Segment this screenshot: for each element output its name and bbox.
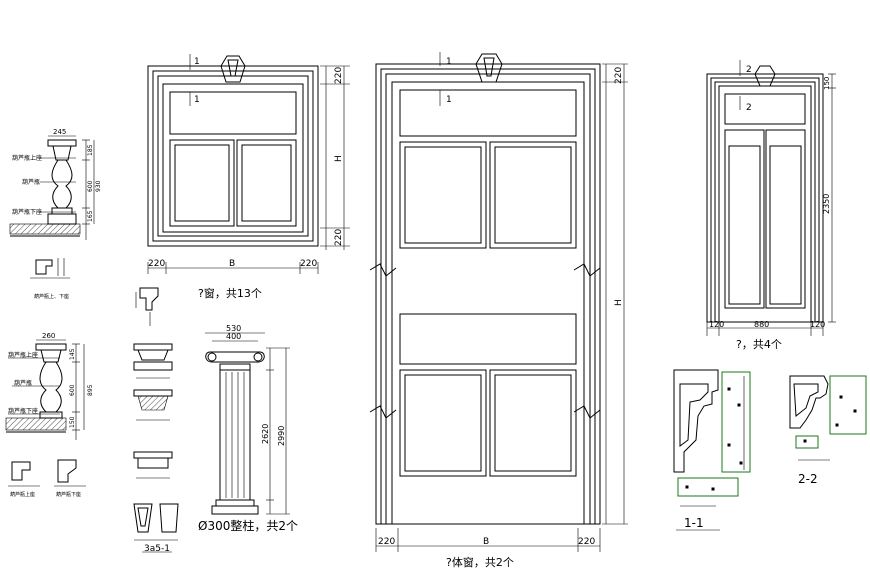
window-b-dim-width: B (483, 537, 489, 547)
door-dim-height: 2350 (822, 194, 831, 214)
baluster-1-dim-b: 600 (87, 180, 94, 192)
baluster-1-label-top: 葫芦瓶上座 (12, 154, 42, 162)
window-b-dim-top: 220 (614, 67, 624, 84)
baluster-2-width: 260 (42, 332, 55, 340)
section-2-2-caption: 2-2 (798, 472, 818, 486)
baluster-2-label-top: 葫芦瓶上座 (8, 351, 38, 359)
section-1-1-caption: 1-1 (684, 516, 704, 530)
baluster-1-base-detail (30, 258, 70, 279)
window-b-dim-height: H (614, 299, 624, 306)
window-b-section-tag-bottom: 1 (446, 95, 452, 105)
door-section-tag-top: 2 (746, 65, 752, 75)
column-dim-shaft: 2620 (261, 424, 270, 444)
capital-detail-small (133, 343, 173, 479)
keystone-detail (133, 503, 179, 553)
door-dim-width: 880 (754, 320, 769, 329)
baluster-1-caption: 葫芦瓶上、下座 (34, 293, 69, 300)
baluster-2-dim-d: 150 (69, 416, 76, 428)
door-elevation (706, 60, 836, 336)
cornice-detail-small (135, 287, 159, 326)
baluster-1-dim-c: 930 (95, 180, 102, 192)
baluster-1-label-bot: 葫芦瓶下座 (12, 208, 42, 216)
column-dim-total: 2990 (277, 426, 286, 446)
baluster-2-dim-a: 145 (69, 348, 76, 360)
door-dim-right: 120 (810, 320, 825, 329)
window-b-section-tag-top: 1 (446, 57, 452, 67)
window-a-dim-top: 220 (334, 67, 344, 84)
column-caption: Ø300整柱，共2个 (198, 518, 298, 533)
column-dim-outer: 530 (226, 324, 241, 333)
door-section-tag-bottom: 2 (746, 103, 752, 113)
baluster-elevation-1 (9, 135, 95, 240)
door-dim-top: 150 (823, 77, 831, 90)
door-caption: ?，共4个 (736, 338, 782, 351)
column-elevation (205, 332, 290, 515)
baluster-2-dim-b: 600 (69, 384, 76, 396)
baluster-2-label-mid: 葫芦瓶 (14, 379, 32, 387)
window-a-dim-right: 220 (300, 259, 317, 269)
baluster-2-base-details (8, 459, 86, 487)
baluster-1-label-mid: 葫芦瓶 (22, 178, 40, 186)
baluster-2-dim-c: 895 (87, 384, 94, 396)
window-b-elevation (369, 52, 628, 552)
section-2-2 (789, 375, 867, 461)
section-1-1 (673, 369, 751, 531)
window-a-dim-height: H (334, 155, 344, 162)
baluster-1-dim-d: 165 (87, 210, 94, 222)
baluster-1-dim-a: 185 (87, 144, 94, 156)
keystone-caption: 3a5-1 (144, 544, 170, 554)
window-b-caption: ?体窗，共2个 (446, 555, 514, 569)
baluster-2-small-label-a: 葫芦瓶上座 (10, 491, 35, 498)
window-a-section-tag-top: 1 (194, 57, 200, 67)
window-a-dim-bottom: 220 (334, 229, 344, 246)
baluster-1-width: 245 (53, 128, 66, 136)
column-dim-inner: 400 (226, 332, 241, 341)
baluster-2-label-bot: 葫芦瓶下座 (8, 407, 38, 415)
window-b-dim-left: 220 (378, 537, 395, 547)
baluster-2-small-label-b: 葫芦瓶下座 (56, 491, 81, 498)
window-a-caption: ?窗，共13个 (198, 286, 262, 300)
window-a-dim-width: B (229, 259, 235, 269)
baluster-elevation-2 (5, 339, 85, 440)
window-a-dim-left: 220 (148, 259, 165, 269)
door-dim-left: 120 (709, 320, 724, 329)
window-b-dim-right: 220 (578, 537, 595, 547)
window-a-elevation (147, 54, 350, 274)
window-a-section-tag-bottom: 1 (194, 95, 200, 105)
